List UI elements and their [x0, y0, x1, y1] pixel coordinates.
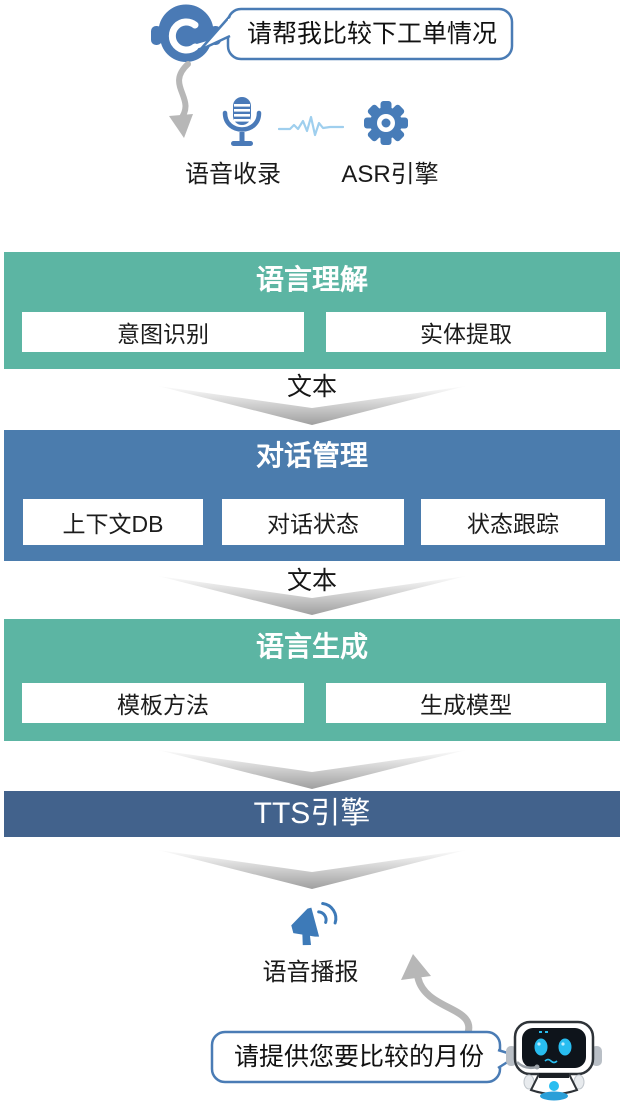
chevron-down-arrow: [158, 850, 466, 889]
connector1-text-label: 文本: [286, 373, 337, 401]
robot-icon: [506, 1020, 602, 1101]
nlg-title: 语言生成: [255, 631, 368, 662]
megaphone-icon: [291, 902, 338, 946]
microphone-icon: [222, 97, 262, 146]
voice-capture-label: 语音收录: [185, 161, 281, 188]
user-utterance-text: 请帮我比较下工单情况: [246, 20, 497, 48]
nlu-title: 语言理解: [255, 264, 368, 295]
dm-item-context-db: 上下文DB: [23, 499, 203, 545]
dm-item-state-tracking: 状态跟踪: [421, 499, 605, 545]
nlu-block: 语言理解 意图识别 实体提取: [4, 252, 620, 369]
bot-utterance-text: 请提供您要比较的月份: [233, 1043, 484, 1071]
nlg-block: 语言生成 模板方法 生成模型: [4, 619, 620, 741]
gear-icon: [364, 101, 408, 145]
curved-arrow-up-icon: [401, 954, 473, 1042]
user-speech-bubble: [198, 7, 514, 61]
voice-broadcast-label: 语音播报: [262, 959, 359, 986]
nlu-item-intent: 意图识别: [22, 312, 304, 352]
tts-engine-band: TTS引擎: [4, 791, 620, 837]
nlg-item-template: 模板方法: [22, 683, 304, 723]
nlu-item-entity: 实体提取: [326, 312, 606, 352]
curved-arrow-down-icon: [169, 61, 193, 138]
dm-block: 对话管理 上下文DB 对话状态 状态跟踪: [4, 430, 620, 561]
connector2-text-label: 文本: [286, 567, 337, 595]
nlg-item-generative: 生成模型: [326, 683, 606, 723]
chevron-down-arrow: [158, 576, 466, 615]
waveform-icon: [278, 115, 344, 137]
chevron-down-arrow: [158, 750, 466, 789]
dm-title: 对话管理: [255, 440, 368, 471]
dm-item-dialog-state: 对话状态: [222, 499, 404, 545]
chevron-down-arrow: [158, 386, 466, 425]
asr-engine-label: ASR引擎: [341, 161, 439, 188]
